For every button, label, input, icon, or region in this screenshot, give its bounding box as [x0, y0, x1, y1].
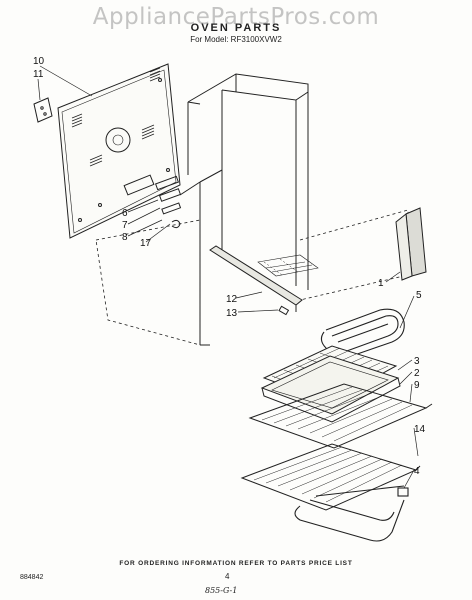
oven-cabinet-frame [179, 73, 319, 346]
oven-rack-part-14 [240, 443, 421, 511]
model-number: For Model: RF3100XVW2 [190, 35, 282, 44]
page-number: 4 [225, 572, 230, 581]
ordering-note: FOR ORDERING INFORMATION REFER TO PARTS … [119, 560, 353, 567]
broil-element-part-5 [320, 308, 405, 361]
handwritten-code: 855-G-1 [205, 586, 238, 595]
callout-labels: 10 11 678 17 1 12 13 5 329 14 4 [33, 56, 426, 477]
document-number: 884842 [20, 574, 44, 581]
callout-11: 11 [33, 69, 44, 80]
callout-4: 4 [414, 466, 420, 477]
watermark: AppliancePartsPros.com [92, 4, 380, 30]
callout-14: 14 [414, 424, 426, 435]
broiler-pan-part-2 [260, 355, 401, 423]
rail-part-12 [209, 245, 303, 312]
page-title: OVEN PARTS [190, 22, 282, 34]
bracket-part-10 [33, 97, 53, 123]
callout-2: 2 [414, 368, 420, 379]
callout-12: 12 [226, 294, 238, 305]
callout-13: 13 [226, 308, 238, 319]
oven-rack-part-9 [248, 383, 433, 449]
callout-3: 3 [414, 356, 420, 367]
callout-10: 10 [33, 56, 45, 67]
leader-lines [37, 65, 419, 489]
callout-5: 5 [416, 290, 422, 301]
hinge-hardware [154, 175, 182, 229]
callout-6: 6 [122, 208, 128, 219]
bracket-part-13 [278, 305, 290, 316]
callout-8: 8 [122, 232, 128, 243]
callout-7: 7 [122, 220, 128, 231]
callout-1: 1 [378, 278, 384, 289]
bake-element-part-4 [294, 485, 409, 542]
vent-panel-part-1 [395, 207, 427, 281]
back-panel [57, 63, 181, 239]
callout-17: 17 [140, 238, 152, 249]
callout-9: 9 [414, 380, 420, 391]
